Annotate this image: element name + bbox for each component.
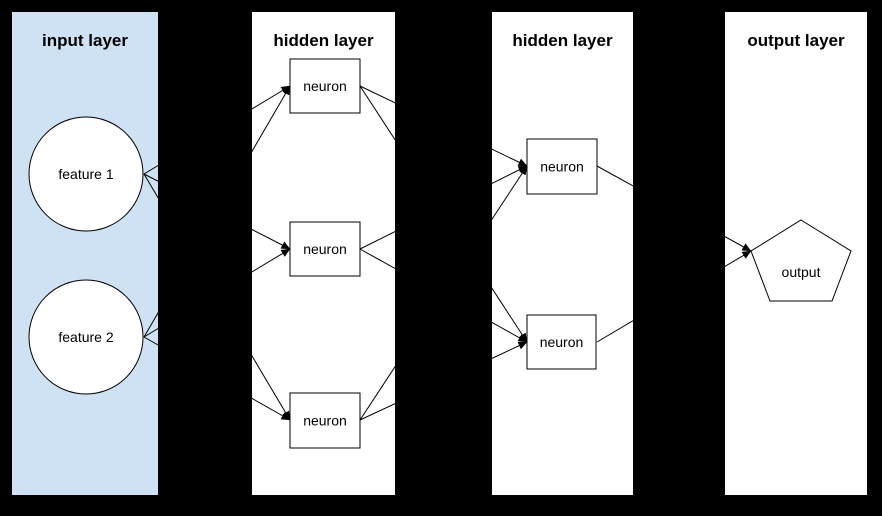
output-layer-title: output layer	[747, 31, 845, 50]
panel-input-layer: input layer	[12, 12, 158, 495]
input-layer-title: input layer	[42, 31, 128, 50]
panel-output-layer: output layer	[725, 12, 867, 495]
hidden-layer-2-title: hidden layer	[512, 31, 613, 50]
panel-hidden-layer-2: hidden layer	[492, 12, 633, 495]
hidden-layer-1-title: hidden layer	[273, 31, 374, 50]
panel-hidden-layer-1: hidden layer	[252, 12, 395, 495]
